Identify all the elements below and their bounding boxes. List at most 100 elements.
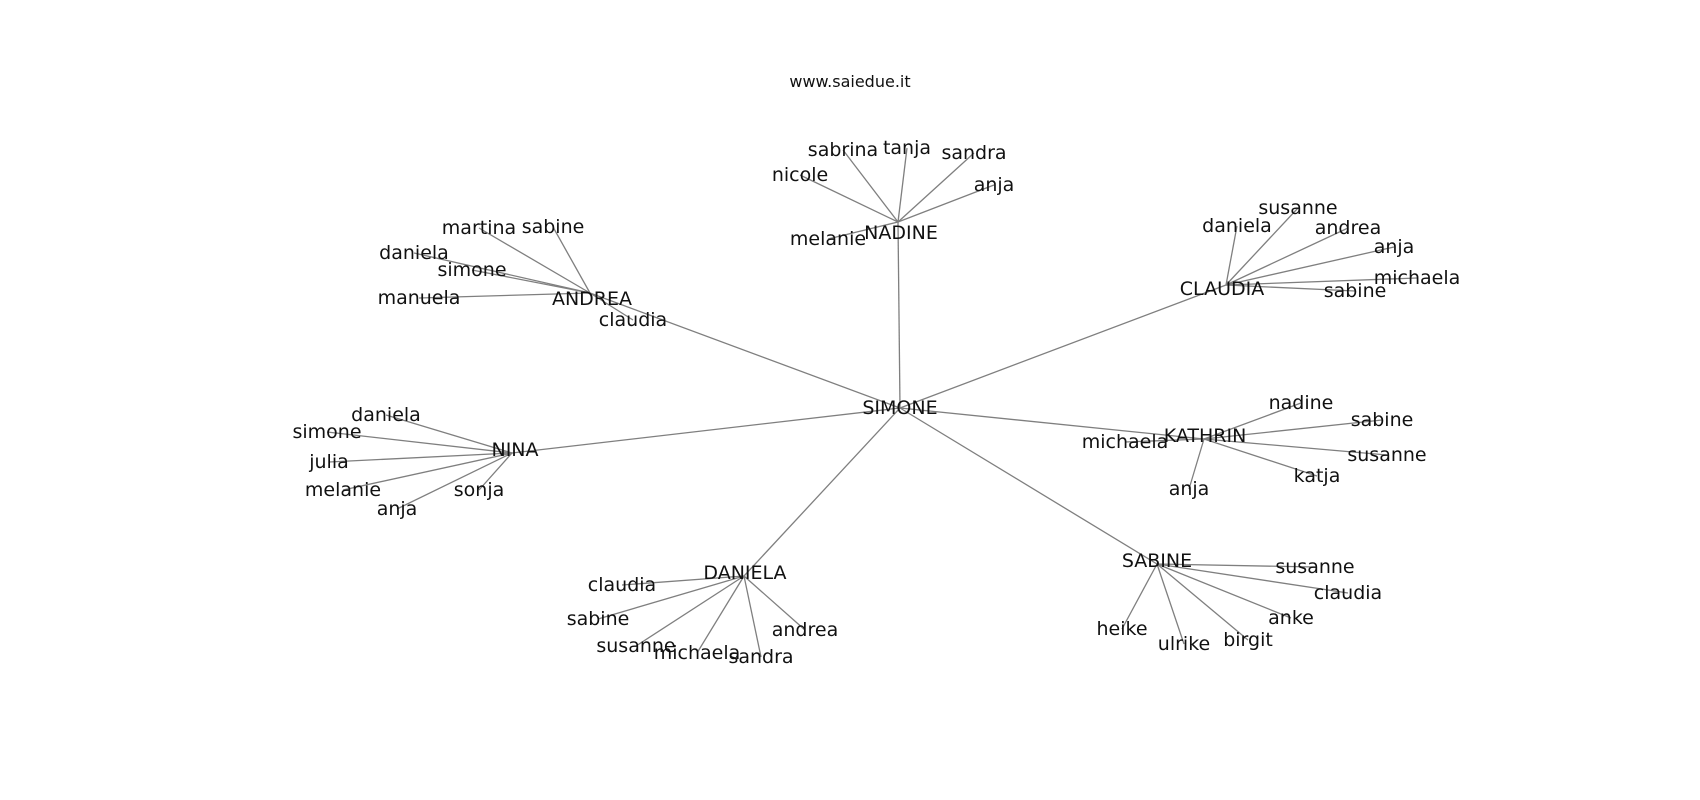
edge-hub-to-leaf bbox=[1225, 277, 1418, 286]
leaf-node-label: melanie bbox=[305, 479, 381, 501]
leaf-node-label: sandra bbox=[941, 142, 1006, 164]
edge-center-to-hub bbox=[899, 407, 1158, 565]
leaf-node-label: nicole bbox=[772, 164, 828, 186]
leaf-node-label: sabrina bbox=[808, 139, 878, 161]
hub-node-label: DANIELA bbox=[703, 562, 786, 584]
edge-hub-to-leaf bbox=[897, 147, 908, 223]
edge-hub-to-leaf bbox=[385, 414, 513, 454]
edge-center-to-hub bbox=[511, 407, 901, 454]
leaf-node-label: daniela bbox=[379, 242, 449, 264]
leaf-node-label: heike bbox=[1096, 618, 1147, 640]
leaf-node-label: anja bbox=[377, 498, 418, 520]
leaf-node-label: susanne bbox=[596, 635, 675, 657]
edge-hub-to-leaf bbox=[396, 452, 513, 510]
edge-hub-to-leaf bbox=[1156, 563, 1349, 594]
edge-hub-to-leaf bbox=[1156, 563, 1185, 645]
leaf-node-label: julia bbox=[308, 451, 349, 473]
edge-hub-to-leaf bbox=[597, 575, 745, 620]
leaf-node-label: daniela bbox=[351, 404, 421, 426]
edge-hub-to-leaf bbox=[1203, 438, 1318, 477]
hub-node-label: NADINE bbox=[864, 222, 938, 244]
hub-node-label: SABINE bbox=[1122, 550, 1192, 572]
edge-hub-to-leaf bbox=[413, 252, 591, 294]
leaf-node-label: simone bbox=[437, 259, 506, 281]
leaf-node-label: martina bbox=[442, 217, 516, 239]
edge-hub-to-leaf bbox=[342, 452, 513, 491]
edge-hub-to-leaf bbox=[621, 575, 745, 586]
leaf-node-label: anja bbox=[1169, 478, 1210, 500]
leaf-node-label: andrea bbox=[772, 619, 838, 641]
edge-hub-to-leaf bbox=[1225, 225, 1238, 286]
leaf-node-label: sabine bbox=[522, 216, 585, 238]
page-title: www.saiedue.it bbox=[789, 72, 911, 91]
leaf-node-label: ulrike bbox=[1158, 633, 1210, 655]
edge-hub-to-leaf bbox=[478, 227, 591, 294]
edge-hub-to-leaf bbox=[743, 575, 806, 631]
leaf-node-label: claudia bbox=[1314, 582, 1382, 604]
leaf-node-label: sabine bbox=[1351, 409, 1414, 431]
edge-center-to-hub bbox=[589, 292, 901, 409]
edge-hub-to-leaf bbox=[1156, 563, 1292, 619]
edge-hub-to-leaf bbox=[589, 292, 634, 321]
edge-hub-to-leaf bbox=[1203, 419, 1383, 440]
edge-hub-to-leaf bbox=[1225, 284, 1356, 292]
leaf-node-label: anja bbox=[974, 174, 1015, 196]
leaf-node-label: michaela bbox=[654, 642, 741, 664]
edge-hub-to-leaf bbox=[1124, 438, 1205, 443]
edge-hub-to-leaf bbox=[842, 149, 899, 223]
edge-hub-to-leaf bbox=[1225, 227, 1349, 286]
hub-node-label: NINA bbox=[491, 439, 538, 461]
leaf-node-label: nadine bbox=[1269, 392, 1334, 414]
edge-hub-to-leaf bbox=[471, 269, 591, 294]
edge-hub-to-leaf bbox=[418, 292, 591, 299]
edge-hub-to-leaf bbox=[897, 152, 975, 223]
edge-center-to-hub bbox=[897, 221, 901, 409]
leaf-node-label: melanie bbox=[790, 228, 866, 250]
leaf-node-label: susanne bbox=[1258, 197, 1337, 219]
edge-center-to-hub bbox=[899, 284, 1227, 409]
edge-hub-to-leaf bbox=[1156, 563, 1316, 568]
leaf-node-label: sonja bbox=[454, 479, 505, 501]
leaf-node-label: tanja bbox=[883, 137, 931, 159]
leaf-node-label: anke bbox=[1268, 607, 1314, 629]
edge-hub-to-leaf bbox=[743, 575, 762, 658]
leaf-node-label: simone bbox=[292, 421, 361, 443]
edge-center-to-hub bbox=[899, 407, 1205, 440]
edge-hub-to-leaf bbox=[1121, 563, 1158, 630]
leaf-node-label: manuela bbox=[378, 287, 461, 309]
center-node-label: SIMONE bbox=[862, 397, 937, 419]
edge-hub-to-leaf bbox=[1203, 438, 1388, 456]
leaf-node-label: michaela bbox=[1374, 267, 1461, 289]
edge-hub-to-leaf bbox=[1203, 402, 1302, 440]
leaf-node-label: daniela bbox=[1202, 215, 1272, 237]
edge-hub-to-leaf bbox=[326, 431, 513, 454]
edge-hub-to-leaf bbox=[696, 575, 745, 654]
hub-node-label: ANDREA bbox=[552, 288, 632, 310]
edge-hub-to-leaf bbox=[635, 575, 745, 647]
leaf-node-label: katja bbox=[1294, 465, 1341, 487]
edge-hub-to-leaf bbox=[1225, 246, 1395, 286]
leaf-node-label: sandra bbox=[728, 646, 793, 668]
edge-hub-to-leaf bbox=[478, 452, 513, 491]
leaf-node-label: susanne bbox=[1347, 444, 1426, 466]
edge-center-to-hub bbox=[743, 407, 901, 577]
leaf-node-label: claudia bbox=[588, 574, 656, 596]
edge-hub-to-leaf bbox=[897, 184, 995, 223]
edge-hub-to-leaf bbox=[552, 226, 591, 294]
edges-layer bbox=[326, 147, 1418, 658]
hub-node-label: CLAUDIA bbox=[1180, 278, 1264, 300]
hub-node-label: KATHRIN bbox=[1164, 425, 1247, 447]
leaf-node-label: susanne bbox=[1275, 556, 1354, 578]
edge-hub-to-leaf bbox=[1225, 207, 1299, 286]
leaf-node-label: andrea bbox=[1315, 217, 1381, 239]
leaf-node-label: anja bbox=[1374, 236, 1415, 258]
edge-hub-to-leaf bbox=[328, 452, 513, 463]
leaf-node-label: birgit bbox=[1223, 629, 1273, 651]
leaf-node-label: claudia bbox=[599, 309, 667, 331]
leaf-node-label: sabine bbox=[1324, 280, 1387, 302]
leaf-node-label: michaela bbox=[1082, 431, 1169, 453]
edge-hub-to-leaf bbox=[827, 221, 899, 240]
